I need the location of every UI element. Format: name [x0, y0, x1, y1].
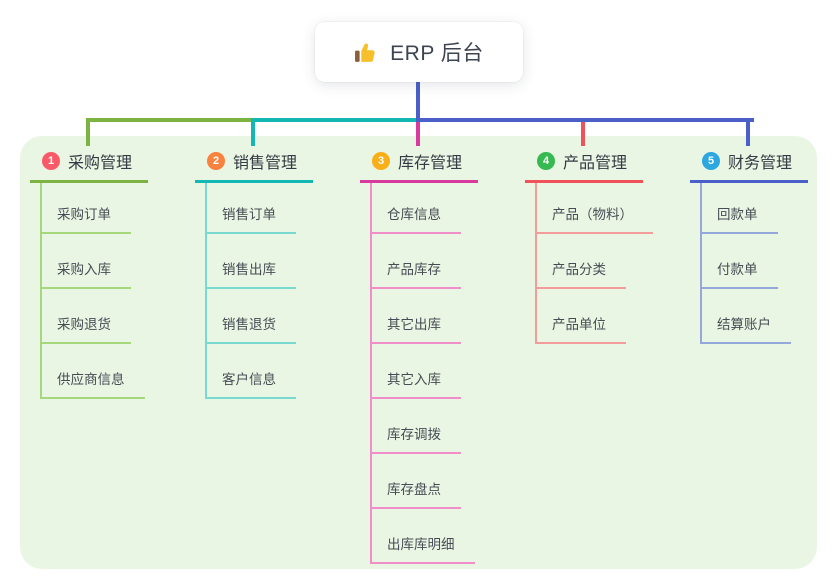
sub-topic-node[interactable]: 产品单位 [535, 308, 626, 344]
branch-label: 销售管理 [233, 155, 298, 172]
root-node[interactable]: ERP 后台 [315, 22, 523, 82]
connector-bus-segment [86, 118, 255, 122]
branch-sub-connector [205, 180, 207, 399]
branch-index-badge: 3 [372, 152, 390, 170]
branch-index-badge: 2 [207, 152, 225, 170]
branch-label: 产品管理 [563, 155, 628, 172]
thumbs-up-icon [354, 40, 379, 65]
sub-topic-node[interactable]: 销售出库 [205, 253, 296, 289]
sub-topic-node[interactable]: 回款单 [700, 198, 778, 234]
connector-bus-segment [416, 118, 754, 122]
branch-index-badge: 1 [42, 152, 60, 170]
sub-topic-node[interactable]: 产品库存 [370, 253, 461, 289]
branch-node[interactable]: 3 库存管理 [360, 147, 479, 183]
branch-index-badge: 4 [537, 152, 555, 170]
sub-topic-node[interactable]: 采购订单 [40, 198, 131, 234]
branch-node[interactable]: 5 财务管理 [690, 147, 809, 183]
sub-topic-node[interactable]: 仓库信息 [370, 198, 461, 234]
branch-sub-connector [370, 180, 372, 564]
branch-label: 财务管理 [728, 155, 793, 172]
branch-sub-connector [535, 180, 537, 344]
root-title: ERP 后台 [390, 42, 484, 65]
sub-topic-node[interactable]: 出库库明细 [370, 528, 475, 564]
sub-topic-node[interactable]: 其它入库 [370, 363, 461, 399]
sub-topic-node[interactable]: 库存盘点 [370, 473, 461, 509]
sub-topic-node[interactable]: 客户信息 [205, 363, 296, 399]
sub-topic-node[interactable]: 其它出库 [370, 308, 461, 344]
branch-index-badge: 5 [702, 152, 720, 170]
branch-label: 库存管理 [398, 155, 463, 172]
sub-topic-node[interactable]: 付款单 [700, 253, 778, 289]
branch-node[interactable]: 4 产品管理 [525, 147, 644, 183]
branch-sub-connector [40, 180, 42, 399]
branch-label: 采购管理 [68, 155, 133, 172]
branch-node[interactable]: 1 采购管理 [30, 147, 149, 183]
sub-topic-node[interactable]: 供应商信息 [40, 363, 145, 399]
sub-topic-node[interactable]: 库存调拨 [370, 418, 461, 454]
branch-drop-line [416, 118, 420, 146]
branch-drop-line [86, 118, 90, 146]
branch-drop-line [746, 118, 750, 146]
branch-node[interactable]: 2 销售管理 [195, 147, 314, 183]
connector-bus-segment [251, 118, 420, 122]
root-connector-line [416, 80, 420, 122]
sub-topic-node[interactable]: 产品分类 [535, 253, 626, 289]
sub-topic-node[interactable]: 销售退货 [205, 308, 296, 344]
sub-topic-node[interactable]: 结算账户 [700, 308, 791, 344]
sub-topic-node[interactable]: 采购退货 [40, 308, 131, 344]
sub-topic-node[interactable]: 采购入库 [40, 253, 131, 289]
sub-topic-node[interactable]: 销售订单 [205, 198, 296, 234]
branch-drop-line [251, 118, 255, 146]
branches-panel [20, 136, 817, 569]
sub-topic-node[interactable]: 产品（物料） [535, 198, 653, 234]
branch-sub-connector [700, 180, 702, 344]
branch-drop-line [581, 118, 585, 146]
